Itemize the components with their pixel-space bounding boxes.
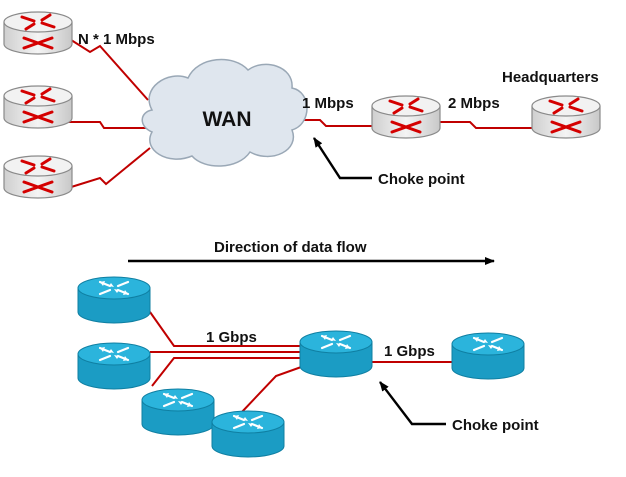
bottom-choke-arrow [379,381,446,426]
edge-router-4-icon [210,409,286,459]
top-links [67,37,532,189]
link-edge-3 [151,357,304,387]
bottom-core-router-icon [298,329,374,379]
branch-router-2-icon [2,84,74,130]
top-choke-arrow [312,137,372,180]
link-branch-1 [67,37,149,101]
bottom-diagram: Direction of data flow 1 Gbps 1 Gbps Cho… [76,239,539,459]
link-edge-4 [239,365,305,415]
hq-label: Headquarters [502,69,599,86]
left-speed-label: 1 Gbps [206,329,257,346]
upstream-router-icon [450,331,526,381]
edge-router-3-icon [140,387,216,437]
core-router-icon [370,94,442,140]
top-choke-label: Choke point [378,171,465,188]
bottom-choke-label: Choke point [452,417,539,434]
link-branch-3 [67,147,151,189]
branch-router-1-icon [2,10,74,56]
link-core-to-hq [440,121,532,129]
edge-router-1-icon [76,275,152,325]
right-speed-label: 1 Gbps [384,343,435,360]
wan-link-speed-label: 1 Mbps [302,95,354,112]
edge-router-2-icon [76,341,152,391]
branch-speed-label: N * 1 Mbps [78,31,155,48]
bottom-links [149,311,452,415]
link-branch-2 [68,121,148,129]
link-wan-to-core [290,119,372,127]
wan-label: WAN [203,108,252,131]
wan-cloud: WAN [141,58,308,167]
link-edge-1 [149,311,304,347]
hq-router-icon [530,94,602,140]
hq-link-speed-label: 2 Mbps [448,95,500,112]
branch-router-3-icon [2,154,74,200]
top-diagram: WAN N * 1 Mbps 1 Mbps 2 Mbps Headquarter… [2,10,602,200]
flow-label: Direction of data flow [214,239,367,256]
